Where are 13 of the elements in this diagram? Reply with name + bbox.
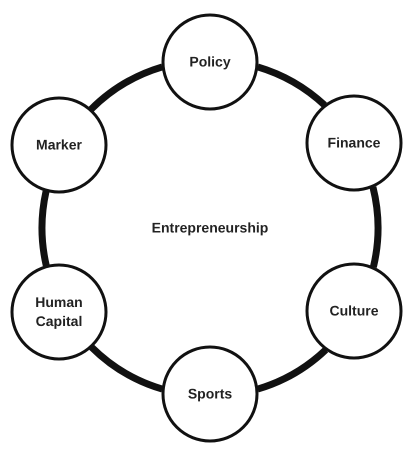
node-label: Human Capital bbox=[34, 293, 84, 331]
node-label: Entrepreneurship bbox=[152, 218, 268, 238]
node-label: Sports bbox=[186, 384, 234, 404]
circle-node bbox=[306, 262, 402, 360]
node-label: Finance bbox=[326, 134, 382, 152]
node-label: Policy bbox=[188, 52, 232, 72]
circle-node bbox=[162, 346, 258, 442]
node-label: Culture bbox=[328, 302, 380, 320]
circle-node bbox=[306, 94, 402, 192]
node-label: Marker bbox=[35, 136, 83, 154]
circle-node bbox=[10, 264, 108, 360]
circle-node bbox=[162, 14, 258, 110]
circle-node bbox=[10, 96, 108, 194]
